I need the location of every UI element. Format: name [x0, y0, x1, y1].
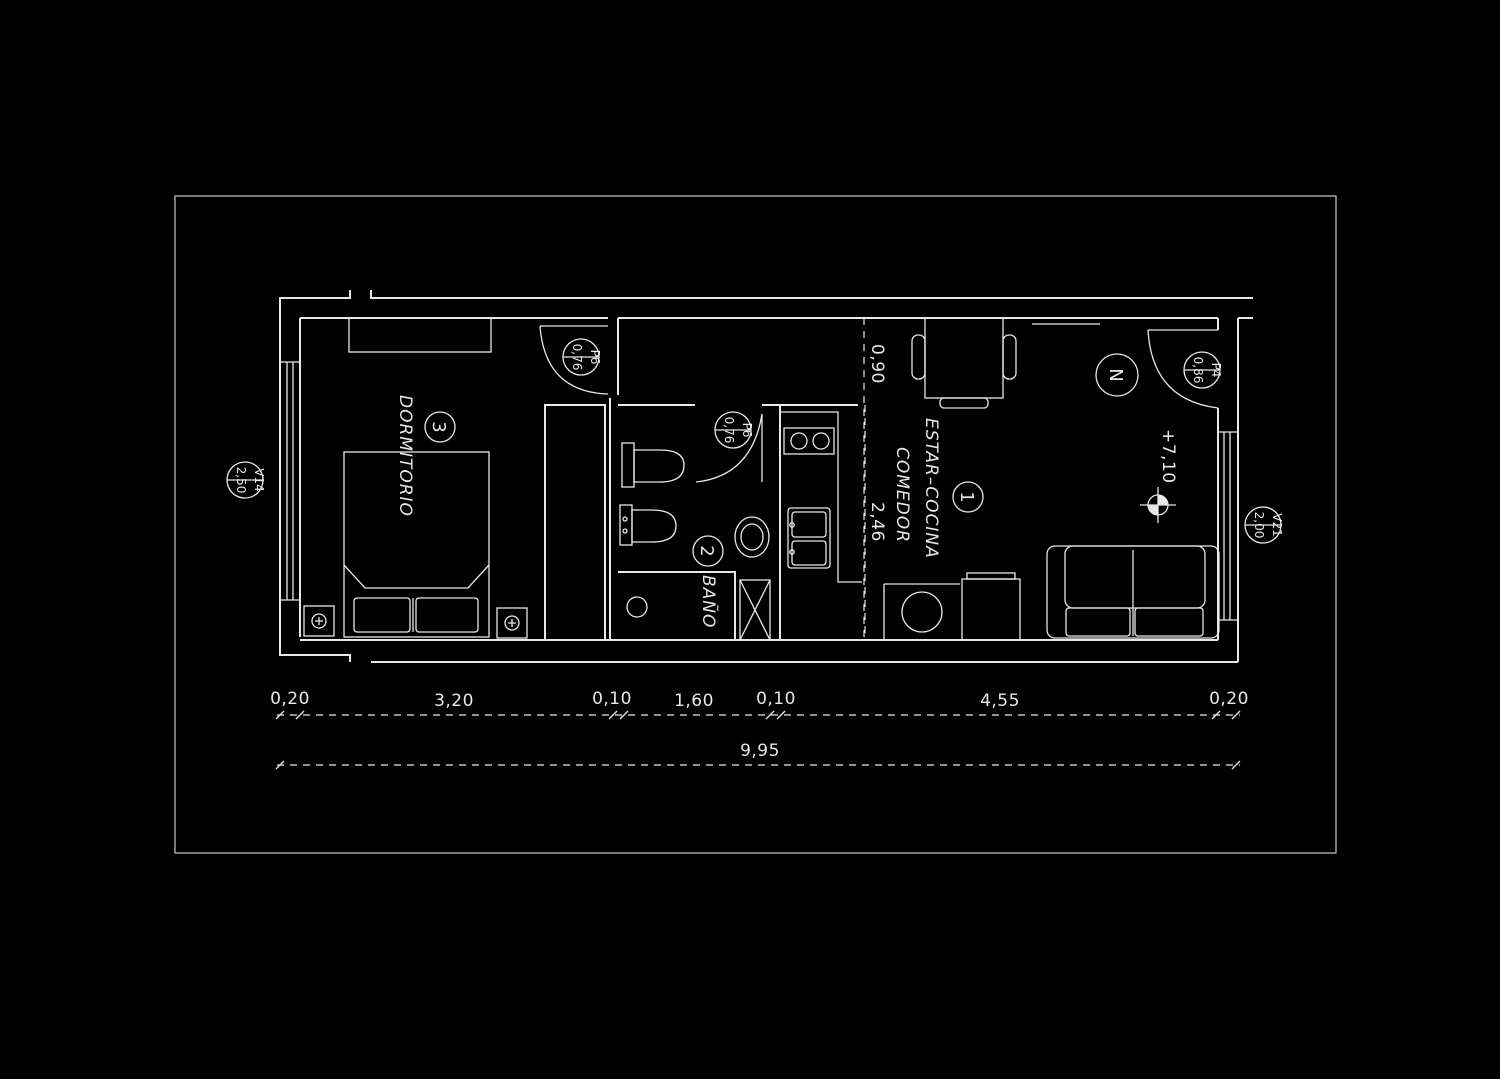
window-v21 — [1218, 431, 1238, 621]
tag-p6-1: P6 0,76 — [562, 338, 602, 376]
svg-text:2: 2 — [696, 545, 717, 556]
svg-text:3: 3 — [428, 421, 449, 432]
refrigerator — [961, 572, 1021, 641]
level-text: +7,10 — [1158, 429, 1178, 484]
dim-246: 2,46 — [867, 502, 887, 542]
sheet-frame — [174, 195, 1337, 854]
internal-dims — [863, 318, 866, 640]
dim-090: 0,90 — [867, 344, 887, 384]
door-p6-bano[interactable] — [695, 413, 763, 483]
nightstand-left — [303, 605, 335, 637]
svg-text:0,76: 0,76 — [722, 417, 736, 444]
svg-text:2,00: 2,00 — [1252, 512, 1266, 539]
dim-total: 9,95 — [740, 741, 780, 761]
door-p6-dormitorio[interactable] — [539, 325, 609, 395]
dim-020-right: 0,20 — [1209, 689, 1249, 709]
svg-text:COMEDOR: COMEDOR — [892, 447, 912, 543]
room-bano: 2 BAÑO — [692, 535, 724, 628]
dim-160: 1,60 — [674, 691, 714, 711]
sofa — [1046, 545, 1220, 639]
room-estar-cocina-comedor: 1 ESTAR–COCINA COMEDOR — [892, 418, 984, 559]
svg-text:N: N — [1105, 368, 1126, 381]
dining-table — [911, 317, 1017, 409]
dim-455: 4,55 — [980, 691, 1020, 711]
window-v14 — [280, 361, 300, 601]
svg-text:2,50: 2,50 — [234, 467, 248, 494]
dimension-chain: 0,20 3,20 0,10 1,60 0,10 4,55 0,20 9,95 — [270, 689, 1249, 770]
level-marker — [1140, 487, 1176, 523]
dim-320: 3,20 — [434, 691, 474, 711]
wardrobe — [348, 317, 492, 353]
washing-machine — [883, 583, 960, 640]
tag-p4: P4 0,86 — [1183, 351, 1223, 389]
window-top — [1032, 317, 1100, 325]
washbasin — [734, 516, 770, 558]
svg-text:ESTAR–COCINA: ESTAR–COCINA — [921, 418, 941, 559]
svg-text:V21: V21 — [1270, 513, 1284, 536]
toilet — [621, 442, 685, 488]
dim-020-left: 0,20 — [270, 689, 310, 709]
tag-p6-2: P6 0,76 — [714, 411, 754, 449]
dim-010-a: 0,10 — [592, 689, 632, 709]
svg-text:0,76: 0,76 — [570, 344, 584, 371]
north-arrow: N — [1095, 353, 1139, 397]
tag-v14: V14 2,50 — [226, 461, 266, 499]
bidet — [619, 504, 677, 546]
room-dormitorio: 3 DORMITORIO — [395, 395, 456, 517]
svg-text:1: 1 — [956, 491, 977, 502]
svg-text:P6: P6 — [740, 423, 754, 438]
door-p4-entrada[interactable] — [1147, 329, 1219, 409]
svg-text:P6: P6 — [588, 350, 602, 365]
tag-v21: V21 2,00 — [1244, 506, 1284, 544]
svg-text:V14: V14 — [252, 468, 266, 491]
svg-text:DORMITORIO: DORMITORIO — [395, 395, 415, 517]
dim-010-b: 0,10 — [756, 689, 796, 709]
shower-drain — [626, 596, 648, 618]
boiler — [739, 579, 771, 641]
svg-text:BAÑO: BAÑO — [698, 575, 720, 628]
kitchen-counter — [780, 411, 862, 583]
svg-text:0,86: 0,86 — [1191, 357, 1205, 384]
bed — [343, 451, 490, 638]
nightstand-right — [496, 607, 528, 639]
svg-text:P4: P4 — [1209, 363, 1223, 378]
interior-walls — [544, 318, 858, 640]
